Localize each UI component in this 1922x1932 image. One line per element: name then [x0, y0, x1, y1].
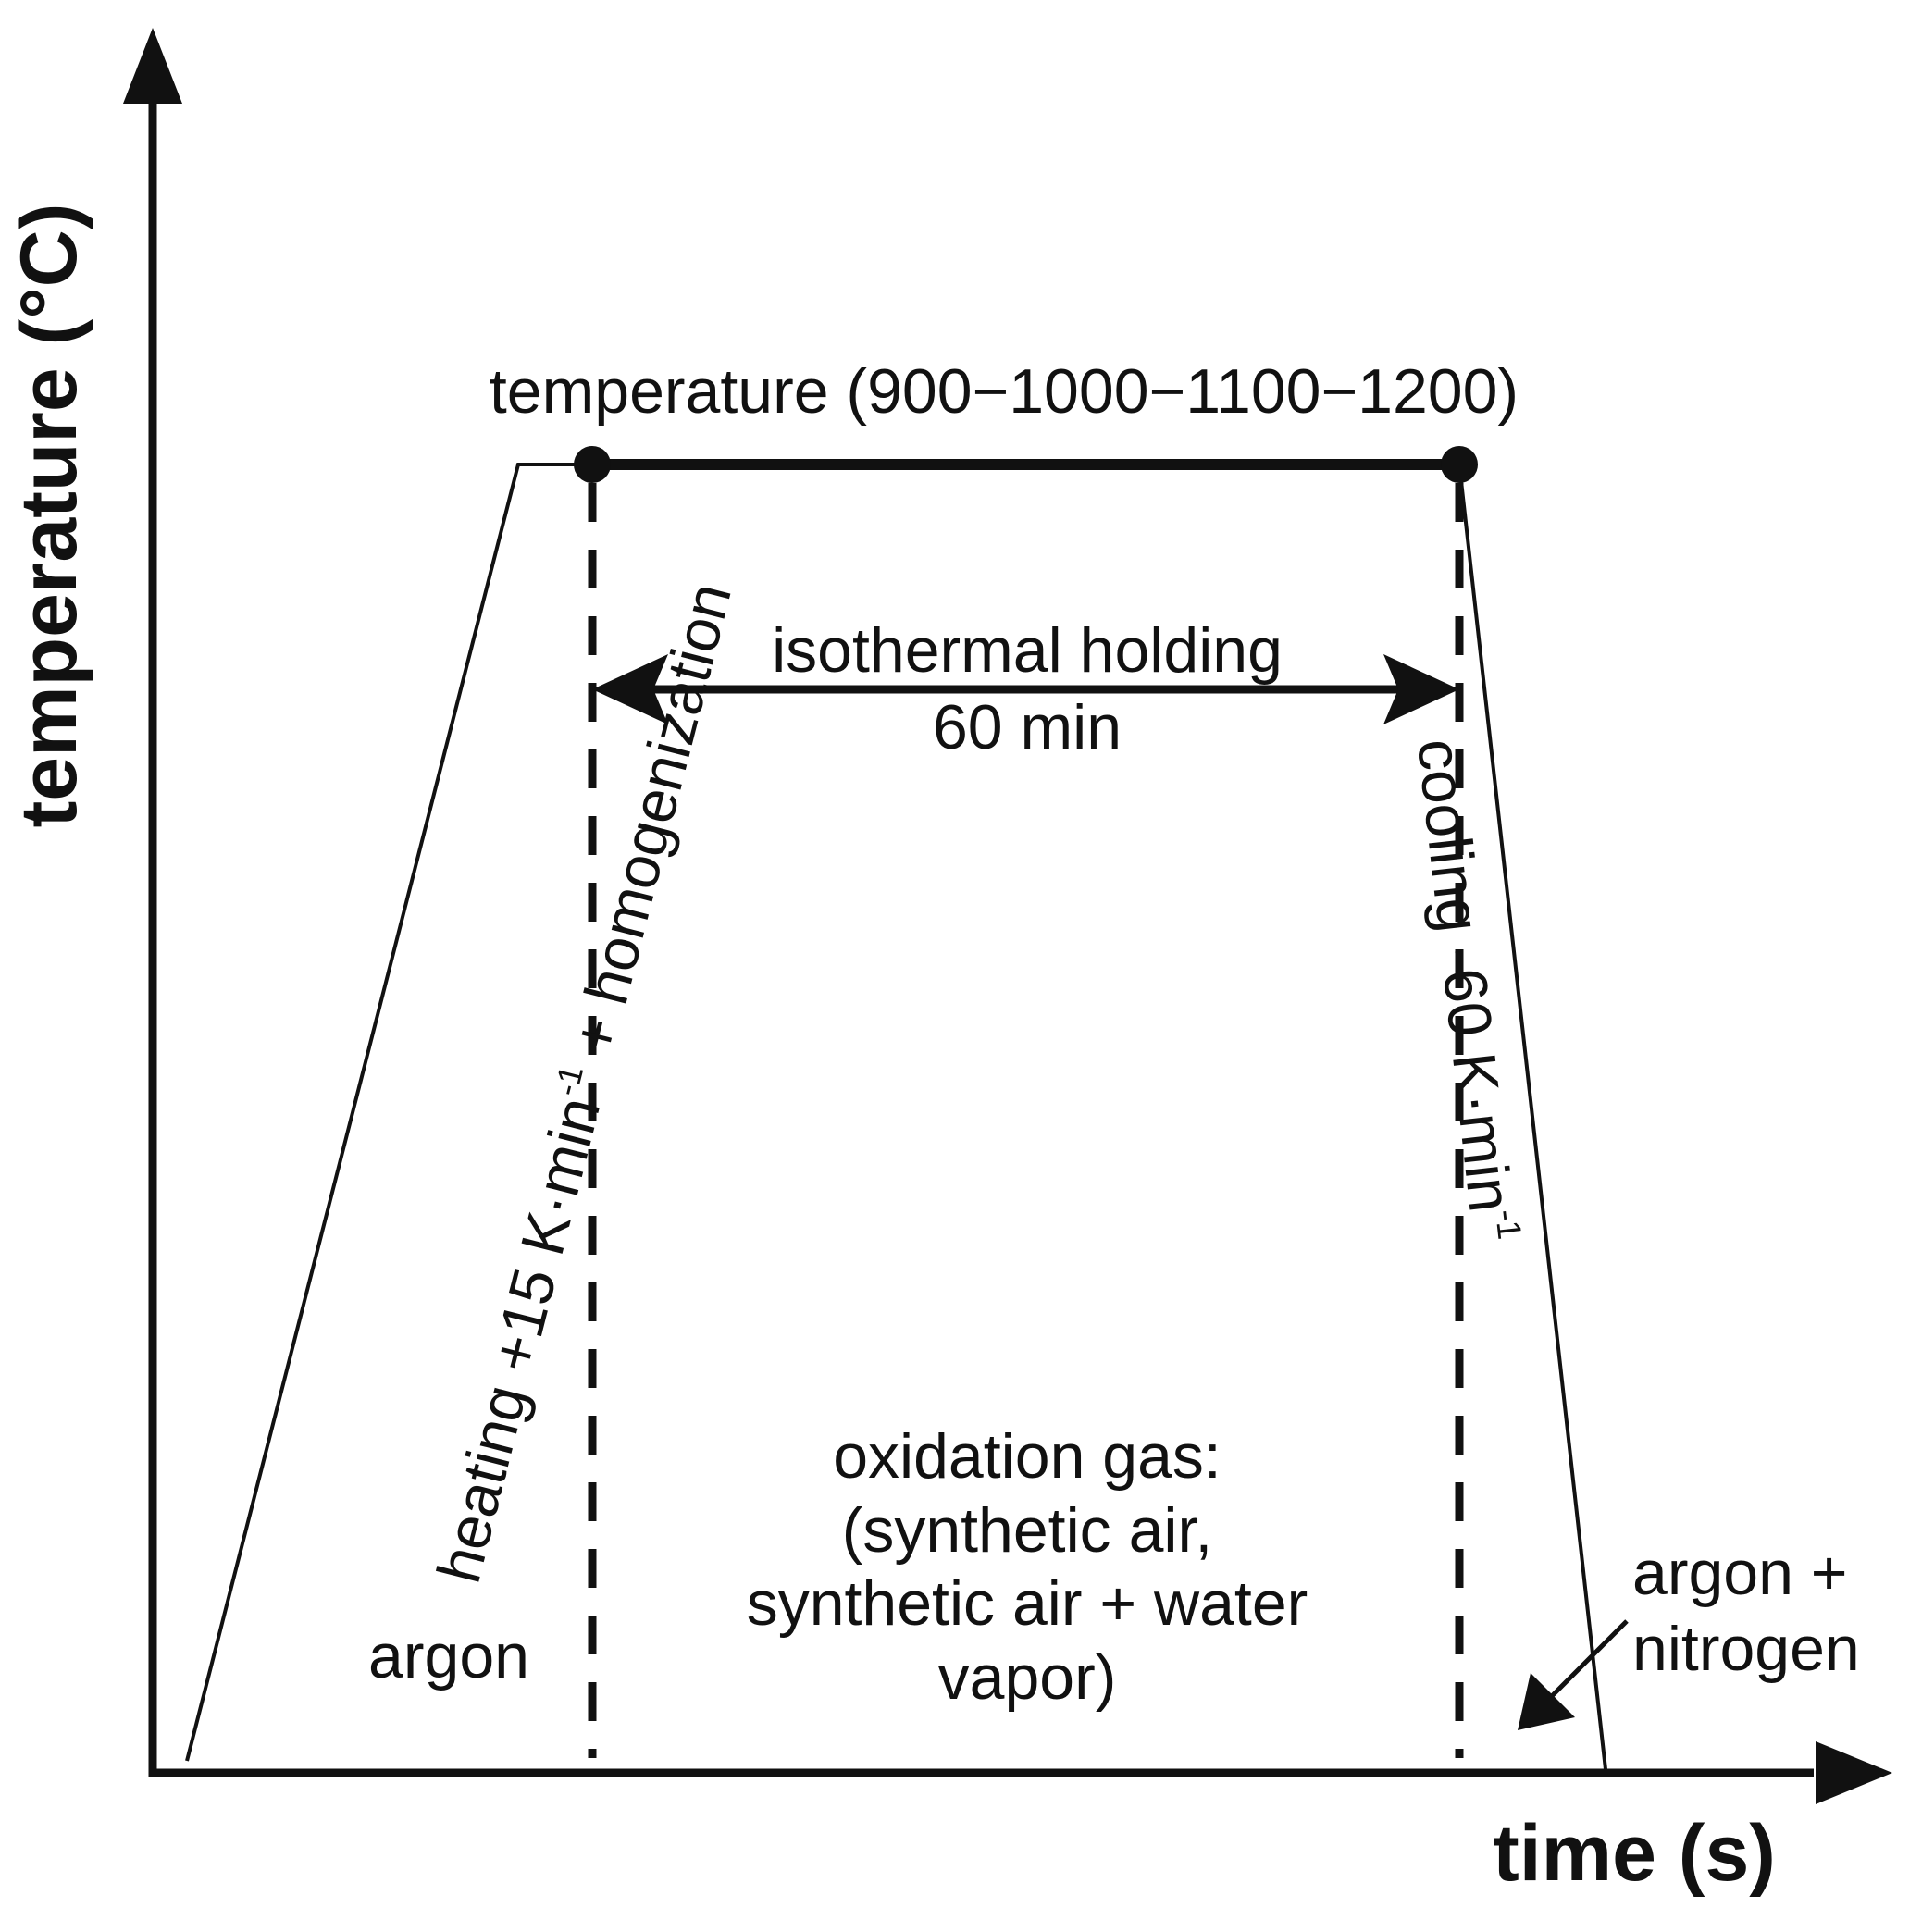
temperature-range-label: temperature (900−1000−1100−1200)	[370, 354, 1638, 428]
y-axis-title: temperature (°C)	[5, 201, 102, 830]
holding-arrowhead-left	[592, 654, 668, 724]
plateau-start-point	[574, 446, 611, 483]
y-axis-title-text: temperature (°C)	[5, 203, 93, 828]
cooling-label-exponent: -1	[1488, 1207, 1530, 1242]
argon-label-text: argon	[368, 1621, 529, 1691]
isothermal-holding-line2: 60 min	[932, 691, 1122, 762]
heating-ramp-line	[185, 463, 592, 1762]
plateau-end-point	[1441, 446, 1478, 483]
isothermal-holding-line1: isothermal holding	[772, 615, 1283, 686]
argon-label: argon	[333, 1619, 564, 1693]
argon-nitrogen-line2: nitrogen	[1632, 1613, 1860, 1684]
oxidation-gas-line2: (synthetic air,	[841, 1494, 1213, 1566]
x-axis-title-text: time (s)	[1493, 1809, 1776, 1898]
y-axis-arrowhead	[123, 28, 182, 104]
argon-nitrogen-label: argon + nitrogen	[1632, 1536, 1919, 1687]
oxidation-gas-line1: oxidation gas:	[833, 1421, 1221, 1492]
cooling-ramp-line	[1457, 464, 1607, 1770]
argon-nitrogen-line1: argon +	[1632, 1538, 1848, 1608]
x-axis-title: time (s)	[1468, 1814, 1801, 1893]
isothermal-holding-label: isothermal holding 60 min	[648, 613, 1407, 766]
argon-nitrogen-pointer	[1544, 1619, 1629, 1704]
x-axis-arrowhead	[1816, 1741, 1892, 1804]
oxidation-gas-line3: synthetic air + water	[746, 1568, 1308, 1640]
argon-nitrogen-pointer-head	[1518, 1673, 1575, 1730]
holding-arrowhead-right	[1383, 654, 1459, 724]
temperature-range-text: temperature (900−1000−1100−1200)	[489, 356, 1519, 427]
oxidation-gas-label: oxidation gas: (synthetic air, synthetic…	[648, 1420, 1407, 1715]
oxidation-gas-line4: vapor)	[937, 1641, 1117, 1713]
